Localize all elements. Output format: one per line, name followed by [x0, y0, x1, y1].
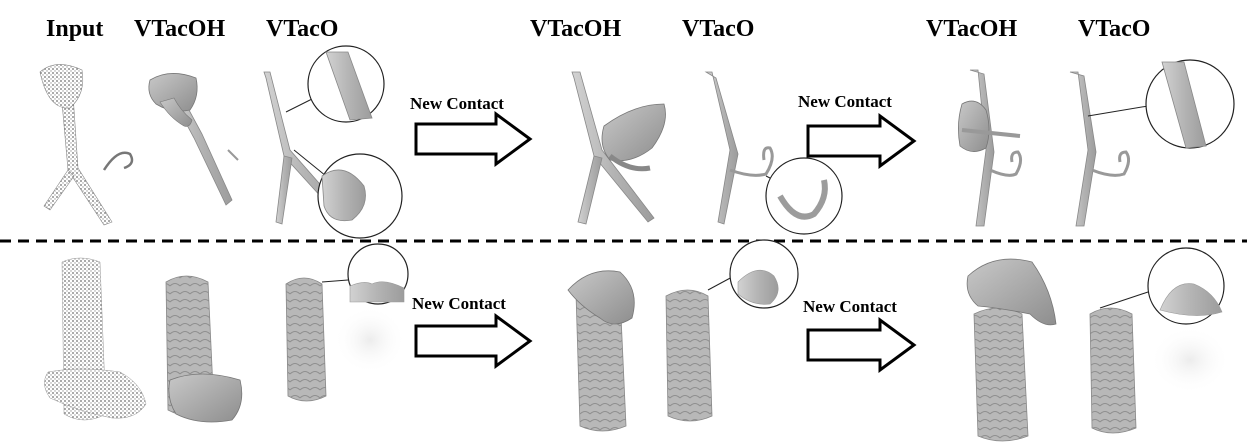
- bottom-vtaco-3: [1089, 247, 1230, 434]
- arrow-4: [806, 317, 917, 373]
- new-contact-label-3: New Contact: [412, 294, 506, 313]
- top-input-pointcloud: [39, 64, 134, 226]
- top-vtacoh-1: [148, 73, 239, 206]
- bottom-vtacoh-3: [966, 258, 1057, 442]
- label-vtacoh-1: VTacOH: [134, 16, 226, 42]
- top-vtaco-3: [1069, 59, 1235, 227]
- bottom-vtacoh-2: [567, 270, 635, 432]
- arrow-2: [806, 113, 917, 169]
- top-vtaco-2: [704, 71, 843, 235]
- bottom-vtacoh-1: [165, 275, 243, 423]
- bottom-vtaco-2: [665, 239, 799, 422]
- label-vtaco-2: VTacO: [682, 16, 755, 42]
- label-vtaco-3: VTacO: [1078, 16, 1151, 42]
- bottom-vtaco-1: [285, 243, 409, 402]
- top-vtaco-1: [263, 45, 403, 239]
- label-input: Input: [46, 16, 104, 42]
- new-contact-label-2: New Contact: [798, 92, 892, 111]
- top-vtacoh-3: [958, 69, 1023, 227]
- label-vtacoh-2: VTacOH: [530, 16, 622, 42]
- new-contact-label-1: New Contact: [410, 94, 504, 113]
- new-contact-label-4: New Contact: [803, 297, 897, 316]
- zoom-circle: [765, 157, 843, 235]
- label-vtaco-1: VTacO: [266, 16, 339, 42]
- arrow-3: [414, 313, 533, 369]
- arrow-1: [414, 111, 533, 167]
- top-vtacoh-2: [571, 71, 666, 225]
- bottom-input-pointcloud: [44, 257, 147, 421]
- label-vtacoh-3: VTacOH: [926, 16, 1018, 42]
